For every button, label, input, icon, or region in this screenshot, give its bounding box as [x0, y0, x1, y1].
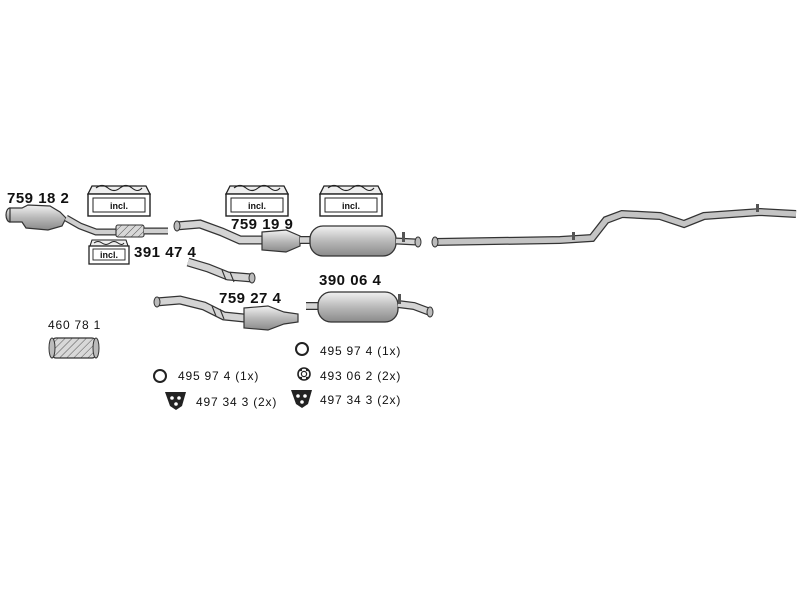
gasket-icon-right	[297, 367, 311, 381]
mounting-kit-box-1: incl.	[86, 184, 152, 217]
ring-icon-left	[153, 369, 167, 383]
label-759-18-2: 759 18 2	[7, 190, 70, 207]
label-gasket-right: 493 06 2 (2x)	[320, 369, 402, 383]
kit-label-4: incl.	[342, 201, 360, 211]
label-ring-left: 495 97 4 (1x)	[178, 369, 260, 383]
tail-pipe	[431, 204, 797, 248]
middle-silencer	[300, 225, 422, 257]
kit-label-1: incl.	[110, 201, 128, 211]
label-390-06-4: 390 06 4	[319, 272, 382, 289]
kit-label-3: incl.	[248, 201, 266, 211]
kit-label-2: incl.	[100, 250, 118, 260]
label-759-19-9: 759 19 9	[231, 216, 294, 233]
catalytic-converter-rear-variant	[153, 295, 299, 331]
rubber-hanger-icon-left	[165, 392, 186, 410]
label-hanger-left: 497 34 3 (2x)	[196, 395, 278, 409]
mounting-kit-box-3: incl.	[224, 184, 290, 217]
intermediate-pipe	[186, 257, 256, 284]
rubber-hanger-icon-right	[291, 390, 312, 408]
ring-icon-right	[295, 342, 309, 356]
label-391-47-4: 391 47 4	[134, 244, 197, 261]
label-hanger-right: 497 34 3 (2x)	[320, 393, 402, 407]
flex-pipe	[48, 337, 100, 359]
mounting-kit-box-2: incl.	[88, 239, 130, 265]
catalytic-converter-middle	[173, 219, 301, 253]
catalytic-converter-front	[5, 204, 168, 238]
mounting-kit-box-4: incl.	[318, 184, 384, 217]
label-ring-right: 495 97 4 (1x)	[320, 344, 402, 358]
label-759-27-4: 759 27 4	[219, 290, 282, 307]
rear-silencer	[306, 291, 434, 323]
label-460-78-1: 460 78 1	[48, 318, 102, 332]
